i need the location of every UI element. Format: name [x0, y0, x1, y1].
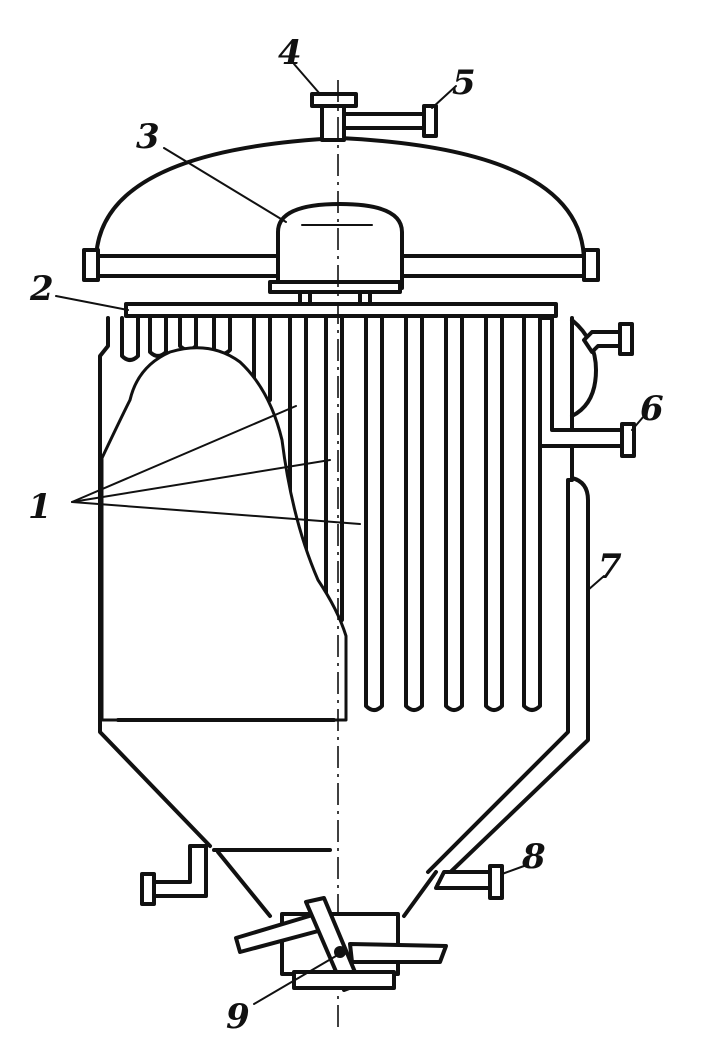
collector-plate: [124, 302, 558, 318]
outlet-pipe: [342, 112, 430, 130]
leader-7: [587, 575, 605, 591]
label-3: 3: [136, 117, 160, 157]
leader-9: [253, 955, 337, 1005]
label-8: 8: [521, 837, 546, 877]
bottom-left-pipe-flange: [140, 872, 156, 906]
label-2: 2: [29, 269, 54, 309]
outlet-pipe-flange: [422, 104, 438, 138]
side-upper-pipe-flange: [618, 322, 634, 356]
side-pipe-flange: [620, 422, 636, 458]
filter-tube: [212, 316, 232, 356]
valve-pivot: [334, 946, 346, 958]
leader-1b: [71, 459, 331, 503]
side-upper-pipe: [582, 330, 624, 354]
leader-4: [293, 63, 321, 95]
leader-8: [501, 865, 525, 875]
filter-tube: [364, 316, 384, 712]
label-4: 4: [278, 33, 302, 73]
filter-tube: [178, 316, 198, 352]
bottom-left-pipe: [148, 844, 208, 898]
filter-tube: [324, 316, 344, 626]
cutaway-region: [100, 346, 348, 722]
inner-dome: [276, 202, 404, 290]
label-5: 5: [452, 63, 476, 103]
body-right-wall: [426, 316, 574, 874]
valve-flap-right: [348, 942, 448, 964]
side-bulge: [570, 318, 598, 418]
dome-base: [268, 280, 402, 294]
leader-3: [163, 147, 287, 223]
cone-left-to-valve: [216, 850, 272, 918]
filter-tube: [148, 316, 168, 358]
valve-base: [292, 970, 396, 990]
label-9: 9: [226, 997, 250, 1037]
leader-6: [631, 415, 645, 431]
body-left-wall: [98, 316, 212, 848]
filter-tube: [444, 316, 464, 712]
bottom-right-pipe-flange: [488, 864, 504, 900]
flange-bolt-left: [82, 248, 100, 282]
filter-tube: [120, 316, 140, 362]
filter-tube: [404, 316, 424, 712]
filter-tube: [522, 316, 542, 712]
filter-tube: [484, 316, 504, 712]
leader-1c: [71, 501, 361, 525]
bottom-right-pipe: [434, 870, 496, 890]
flange-bolt-right: [582, 248, 600, 282]
label-6: 6: [640, 389, 664, 429]
leader-2: [55, 295, 129, 311]
label-1: 1: [28, 487, 52, 527]
leader-5: [431, 85, 457, 109]
valve-assembly: [234, 896, 448, 992]
top-nozzle-flange: [310, 92, 358, 108]
label-7: 7: [598, 547, 622, 587]
outer-jacket: [436, 476, 590, 886]
cone-right-to-valve: [402, 870, 438, 918]
leader-1a: [71, 405, 297, 503]
